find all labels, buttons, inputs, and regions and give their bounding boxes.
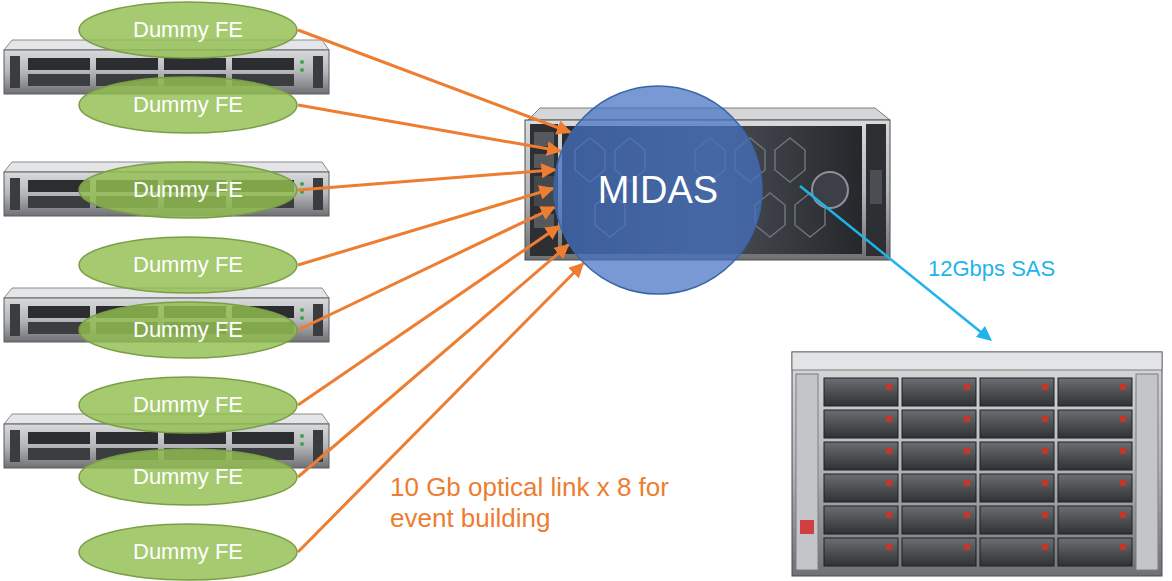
- frontend-ellipse-fill: [79, 449, 297, 505]
- drive-led: [1120, 416, 1126, 422]
- drive-bay: [902, 474, 976, 502]
- frontend-ellipse-fill: [79, 162, 297, 218]
- drive-bay: [980, 538, 1054, 566]
- frontend-ellipse: Dummy FE: [78, 236, 298, 294]
- drive-led: [1120, 448, 1126, 454]
- drive-bay: [1058, 474, 1132, 502]
- drive-bay: [980, 442, 1054, 470]
- drive-bay: [824, 506, 898, 534]
- drive-bay: [902, 378, 976, 406]
- node-text: Dummy FE: [133, 464, 243, 490]
- drive-led: [1042, 480, 1048, 486]
- drive-led: [886, 416, 892, 422]
- frontend-ellipse-fill: [79, 377, 297, 433]
- drive-led: [1120, 544, 1126, 550]
- optical-link-arrow: [298, 245, 568, 477]
- drive-bay: [902, 506, 976, 534]
- frontend-ellipse-fill: [79, 302, 297, 358]
- midas-circle-fill: [554, 86, 762, 294]
- node-text: Dummy FE: [133, 92, 243, 118]
- node-text: Dummy FE: [133, 177, 243, 203]
- drive-led: [1042, 416, 1048, 422]
- drive-led: [964, 544, 970, 550]
- drive-led: [1120, 512, 1126, 518]
- drive-led: [886, 448, 892, 454]
- drive-bay: [824, 474, 898, 502]
- drive-bay: [1058, 506, 1132, 534]
- node-text: Dummy FE: [133, 17, 243, 43]
- drive-bay: [824, 538, 898, 566]
- drive-led: [1120, 384, 1126, 390]
- drive-bay: [824, 442, 898, 470]
- frontend-ellipse: Dummy FE: [78, 301, 298, 359]
- drive-bay: [1058, 378, 1132, 406]
- drive-led: [886, 512, 892, 518]
- optical-link-arrow: [298, 105, 561, 151]
- drive-bay: [824, 410, 898, 438]
- frontend-ellipse: Dummy FE: [78, 1, 298, 59]
- frontend-ellipse-fill: [79, 524, 297, 580]
- link-label: 12Gbps SAS: [928, 256, 1128, 282]
- drive-bay: [902, 410, 976, 438]
- link-note: 10 Gb optical link x 8 for event buildin…: [390, 472, 735, 534]
- drive-led: [964, 416, 970, 422]
- drive-bay: [980, 474, 1054, 502]
- frontend-ellipse: Dummy FE: [78, 523, 298, 581]
- drive-led: [1042, 384, 1048, 390]
- drive-led: [886, 480, 892, 486]
- drive-led: [964, 480, 970, 486]
- node-text: Dummy FE: [133, 392, 243, 418]
- drive-led: [1042, 512, 1048, 518]
- drive-bay: [980, 410, 1054, 438]
- optical-link-arrow: [298, 170, 555, 190]
- optical-link-arrow: [298, 30, 570, 132]
- drive-led: [964, 384, 970, 390]
- drive-bay: [980, 378, 1054, 406]
- node-text: Dummy FE: [133, 317, 243, 343]
- frontend-ellipse-fill: [79, 237, 297, 293]
- drive-led: [1120, 480, 1126, 486]
- node-text: Dummy FE: [133, 539, 243, 565]
- drive-bay: [1058, 538, 1132, 566]
- midas-circle: MIDAS: [553, 85, 763, 295]
- frontend-ellipse-fill: [79, 77, 297, 133]
- drive-led: [886, 544, 892, 550]
- drive-bay: [902, 442, 976, 470]
- node-text: Dummy FE: [133, 252, 243, 278]
- optical-link-arrow: [298, 226, 559, 405]
- frontend-ellipse: Dummy FE: [78, 161, 298, 219]
- drive-bay: [980, 506, 1054, 534]
- drive-led: [964, 448, 970, 454]
- frontend-ellipse: Dummy FE: [78, 376, 298, 434]
- frontend-ellipse: Dummy FE: [78, 76, 298, 134]
- drive-led: [964, 512, 970, 518]
- drive-led: [1042, 544, 1048, 550]
- drive-bay: [902, 538, 976, 566]
- drive-bay: [1058, 442, 1132, 470]
- frontend-ellipse: Dummy FE: [78, 448, 298, 506]
- drive-bay: [1058, 410, 1132, 438]
- drive-led: [1042, 448, 1048, 454]
- frontend-ellipse-fill: [79, 2, 297, 58]
- node-text: MIDAS: [598, 169, 718, 212]
- drive-led: [886, 384, 892, 390]
- optical-link-arrow: [298, 207, 554, 330]
- storage-jbod: [792, 352, 1162, 576]
- drive-bay: [824, 378, 898, 406]
